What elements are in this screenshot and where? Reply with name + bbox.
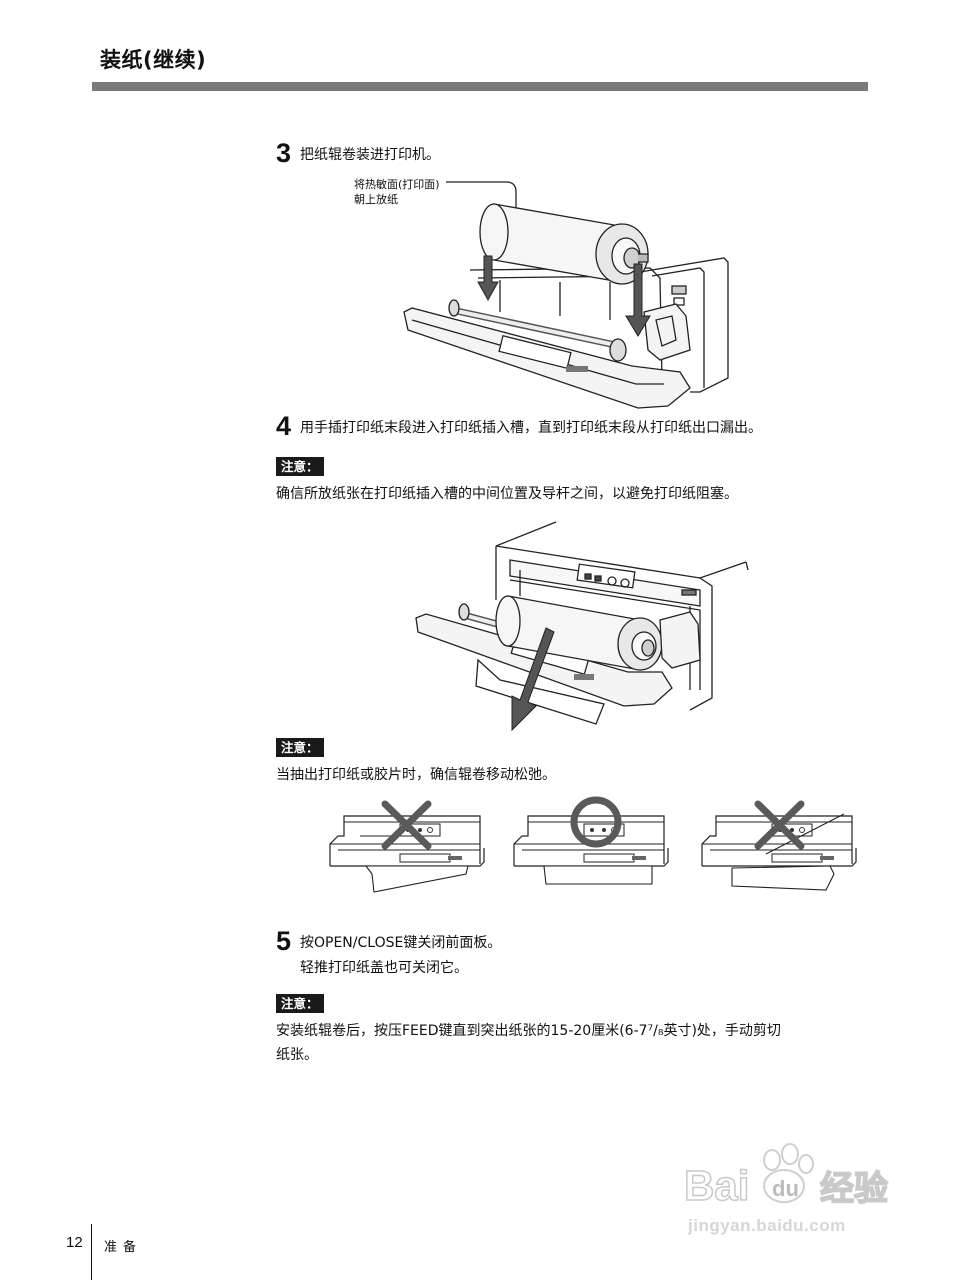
- step-3-number: 3: [276, 138, 292, 168]
- page-title: 装纸(继续): [100, 48, 207, 72]
- note-3-line-2: 纸张。: [276, 1046, 318, 1063]
- mark-cross-1: [381, 800, 432, 850]
- step-4-number: 4: [276, 411, 292, 441]
- step-5-line-1: 按OPEN/CLOSE键关闭前面板。: [300, 935, 502, 951]
- note-label-1: 注意：: [276, 457, 324, 476]
- title-rule: [92, 82, 868, 91]
- note-1-text: 确信所放纸张在打印纸插入槽的中间位置及导杆之间，以避免打印纸阻塞。: [276, 486, 738, 502]
- watermark-brand-cn: 经验: [820, 1169, 888, 1208]
- watermark-brand: Bai: [684, 1162, 749, 1209]
- note-3-line-1: 安装纸辊卷后，按压FEED键直到突出纸张的15-20厘米(6-7⁷/₈英寸)处，…: [276, 1023, 781, 1039]
- watermark-url: jingyan.baidu.com: [688, 1216, 846, 1235]
- section-name: 准备: [104, 1240, 143, 1255]
- step-5-line-2: 轻推打印纸盖也可关闭它。: [300, 960, 468, 976]
- mark-circle: [570, 796, 622, 848]
- callout-line-2: 朝上放纸: [354, 193, 398, 206]
- note-2-text: 当抽出打印纸或胶片时，确信辊卷移动松弛。: [276, 767, 556, 783]
- page-number: 12: [66, 1234, 83, 1251]
- note-3-text: 安装纸辊卷后，按压FEED键直到突出纸张的15-20厘米(6-7⁷/₈英寸)处，…: [276, 1020, 781, 1068]
- callout-line-1: 将热敏面(打印面): [354, 178, 440, 191]
- watermark-brand-2: du: [772, 1176, 799, 1201]
- baidu-watermark-logo: Bai du 经验: [683, 1143, 889, 1210]
- note-label-2: 注意：: [276, 738, 324, 757]
- footer-divider: [91, 1224, 92, 1280]
- step-4-text: 用手插打印纸末段进入打印纸插入槽，直到打印纸末段从打印纸出口漏出。: [300, 420, 762, 436]
- step-3-text: 把纸辊卷装进打印机。: [300, 147, 440, 163]
- mark-cross-2: [754, 800, 805, 850]
- note-label-3: 注意：: [276, 994, 324, 1013]
- figure-1-callout: 将热敏面(打印面) 朝上放纸: [354, 177, 440, 207]
- step-5-number: 5: [276, 926, 292, 956]
